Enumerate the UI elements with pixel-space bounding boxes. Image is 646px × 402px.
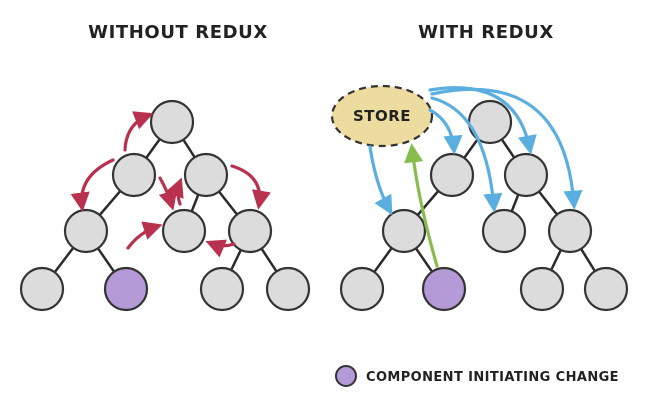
left-tree (19, 99, 311, 312)
left-tree-nodes (19, 99, 311, 312)
initiating-component-node (421, 266, 467, 312)
store-label: STORE (353, 107, 411, 125)
component-node (111, 152, 157, 198)
store: STORE (330, 84, 434, 148)
red-arrow (230, 164, 271, 210)
red-arrow (158, 176, 178, 211)
red-arrow (70, 158, 115, 212)
component-node (19, 266, 65, 312)
red-arrow (123, 111, 154, 152)
component-node (227, 208, 273, 254)
component-node (63, 208, 109, 254)
green-arrow (404, 143, 439, 268)
component-node (481, 208, 527, 254)
blue-arrow (428, 86, 537, 155)
component-node (583, 266, 629, 312)
left-red-arrows (70, 111, 271, 258)
initiating-component-node (103, 266, 149, 312)
red-arrow (126, 221, 163, 250)
store-ellipse (330, 84, 434, 148)
blue-arrow (428, 108, 463, 155)
component-node (183, 152, 229, 198)
red-arrow (205, 239, 236, 258)
left-panel-title: WITHOUT REDUX (88, 22, 268, 43)
component-node (429, 152, 475, 198)
legend: COMPONENT INITIATING CHANGE (335, 365, 619, 387)
right-panel-title: WITH REDUX (418, 22, 554, 43)
component-node (265, 266, 311, 312)
component-node (381, 208, 427, 254)
legend-label: COMPONENT INITIATING CHANGE (366, 370, 619, 385)
blue-arrow (430, 96, 503, 213)
right-tree-edges (360, 120, 608, 291)
component-node (149, 99, 195, 145)
component-node (161, 208, 207, 254)
blue-arrow (368, 145, 393, 216)
left-tree-edges (40, 120, 290, 291)
component-node (199, 266, 245, 312)
blue-arrows (368, 86, 583, 216)
component-node (503, 152, 549, 198)
right-tree-nodes (339, 99, 629, 312)
purple-circle-icon (335, 365, 357, 387)
red-arrow (165, 177, 184, 206)
right-tree: STORE (330, 84, 629, 312)
blue-arrow (430, 87, 583, 210)
component-node (339, 266, 385, 312)
component-node (547, 208, 593, 254)
component-node (519, 266, 565, 312)
